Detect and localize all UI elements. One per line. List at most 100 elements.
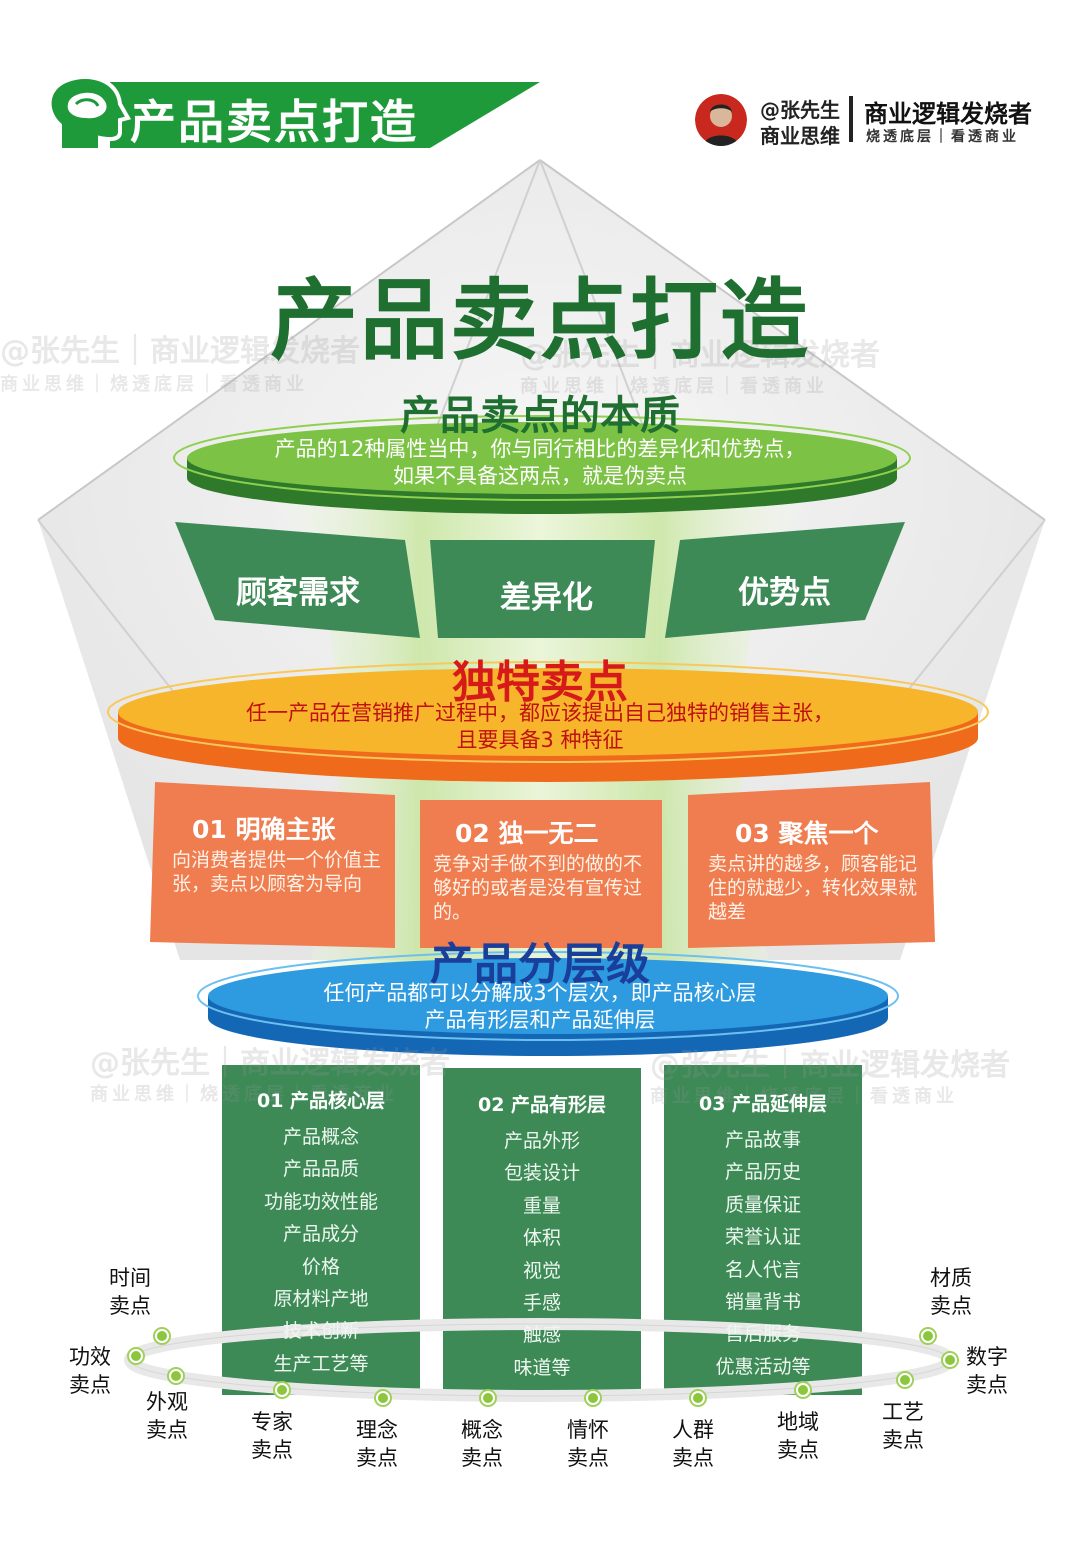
watermark-3: @张先生｜商业逻辑发烧者 (90, 1046, 450, 1081)
selling-point-material: 材质卖点 (930, 1266, 972, 1318)
green-dot-core (171, 1371, 181, 1381)
card-bg-1 (150, 782, 395, 948)
green-dot-core (693, 1393, 703, 1403)
watermark-1b: 商业思维｜烧透底层｜看透商业 (0, 374, 308, 395)
column-extended: 03 产品延伸层 产品故事 产品历史 质量保证 荣誉认证 名人代言 销量背书 售… (663, 1089, 863, 1383)
selling-point-numbers: 数字卖点 (966, 1345, 1008, 1397)
card-body-2: 竞争对手做不到的做的不够好的或者是没有宣传过的。 (433, 853, 643, 923)
layers-description: 任何产品都可以分解成3个层次，即产品核心层 产品有形层和产品延伸层 (0, 980, 1080, 1034)
selling-point-region: 地域卖点 (777, 1410, 819, 1462)
list-item: 原材料产地 (273, 1288, 369, 1311)
header-divider (849, 96, 853, 142)
green-dot-core (923, 1331, 933, 1341)
list-item: 包装设计 (503, 1162, 580, 1185)
column-title: 01 产品核心层 (256, 1090, 386, 1112)
essence-line-1: 产品的12种属性当中，你与同行相比的差异化和优势点， (274, 437, 806, 461)
banner-title: 产品卖点打造 (130, 95, 418, 149)
unique-line-1: 任一产品在营销推广过程中，都应该提出自己独特的销售主张， (246, 701, 834, 725)
card-title-3: 03 聚焦一个 (735, 819, 879, 848)
list-item: 价格 (301, 1255, 340, 1278)
list-item: 味道等 (513, 1356, 571, 1379)
unique-description: 任一产品在营销推广过程中，都应该提出自己独特的销售主张， 且要具备3 种特征 (0, 700, 1080, 754)
label-advantage: 优势点 (738, 575, 831, 611)
card-bg-2 (420, 800, 662, 948)
unique-title: 独特卖点 (452, 657, 628, 708)
panel-advantage (665, 522, 905, 638)
green-dot-core (588, 1393, 598, 1403)
list-item: 视觉 (522, 1259, 561, 1282)
green-dot-core (277, 1385, 287, 1395)
main-title: 产品卖点打造 (269, 269, 810, 372)
unique-line-2: 且要具备3 种特征 (456, 728, 624, 752)
label-difference: 差异化 (500, 580, 593, 616)
selling-point-concept: 概念卖点 (461, 1418, 503, 1470)
green-dot-core (131, 1351, 141, 1361)
avatar (695, 94, 747, 146)
green-dot-core (945, 1355, 955, 1365)
list-item: 功能功效性能 (263, 1190, 378, 1213)
list-item: 质量保证 (724, 1193, 801, 1216)
list-item: 触感 (522, 1324, 561, 1347)
selling-point-audience: 人群卖点 (672, 1418, 714, 1470)
watermark-4b: 商业思维｜烧透底层｜看透商业 (650, 1086, 958, 1107)
green-dot-core (483, 1393, 493, 1403)
author-subtitle: 商业思维 (760, 124, 840, 148)
card-title-2: 02 独一无二 (455, 819, 599, 848)
green-dot-core (378, 1393, 388, 1403)
unique-disc (107, 661, 989, 782)
column-title: 02 产品有形层 (477, 1094, 607, 1116)
brand-subtitle: 烧透底层｜看透商业 (866, 129, 1019, 145)
list-item: 产品概念 (282, 1126, 359, 1148)
list-item: 产品故事 (724, 1129, 801, 1151)
list-item: 重量 (522, 1194, 561, 1217)
selling-point-sentiment: 情怀卖点 (567, 1418, 609, 1470)
panel-difference (430, 540, 655, 638)
card-title-1: 01 明确主张 (192, 815, 336, 844)
list-item: 产品品质 (282, 1158, 359, 1181)
card-body-3: 卖点讲的越多，顾客能记住的就越少，转化效果就越差 (708, 853, 918, 923)
list-item: 产品外形 (503, 1130, 580, 1152)
green-dot-core (798, 1385, 808, 1395)
list-item: 体积 (522, 1227, 561, 1250)
green-dot-core (157, 1331, 167, 1341)
essence-line-2: 如果不具备这两点，就是伪卖点 (393, 464, 687, 488)
list-item: 售后服务 (724, 1323, 801, 1346)
column-core: 01 产品核心层 产品概念 产品品质 功能功效性能 产品成分 价格 原材料产地 … (221, 1086, 421, 1380)
banner-shape (110, 82, 540, 148)
list-item: 技术创新 (282, 1320, 359, 1343)
essence-description: 产品的12种属性当中，你与同行相比的差异化和优势点， 如果不具备这两点，就是伪卖… (0, 436, 1080, 490)
list-item: 优惠活动等 (715, 1355, 811, 1378)
list-item: 手感 (522, 1292, 561, 1315)
watermark-2: @张先生｜商业逻辑发烧者 (520, 338, 880, 373)
selling-point-craft: 工艺卖点 (882, 1400, 924, 1452)
list-item: 产品成分 (282, 1223, 359, 1246)
selling-point-philosophy: 理念卖点 (356, 1418, 398, 1470)
column-title: 03 产品延伸层 (698, 1093, 828, 1115)
panel-customer-needs (175, 522, 420, 638)
selling-point-time: 时间卖点 (109, 1266, 151, 1318)
author-handle: @张先生 (760, 98, 840, 122)
selling-point-appearance: 外观卖点 (146, 1390, 188, 1442)
layers-line-1: 任何产品都可以分解成3个层次，即产品核心层 (323, 981, 757, 1005)
layers-line-2: 产品有形层和产品延伸层 (424, 1008, 656, 1032)
card-body-1: 向消费者提供一个价值主张，卖点以顾客为导向 (172, 849, 382, 895)
watermark-3b: 商业思维｜烧透底层｜看透商业 (90, 1084, 398, 1105)
list-item: 销量背书 (724, 1291, 801, 1314)
selling-point-expert: 专家卖点 (251, 1410, 293, 1462)
list-item: 产品历史 (724, 1161, 801, 1184)
essence-disc (173, 415, 911, 514)
list-item: 名人代言 (724, 1258, 801, 1281)
selling-point-efficacy: 功效卖点 (69, 1345, 111, 1397)
layers-title: 产品分层级 (430, 939, 650, 990)
list-item: 生产工艺等 (273, 1352, 369, 1375)
essence-title: 产品卖点的本质 (400, 393, 680, 439)
label-customer-needs: 顾客需求 (236, 575, 360, 611)
head-brain-icon (47, 75, 132, 152)
watermark-1: @张先生｜商业逻辑发烧者 (0, 334, 360, 369)
watermark-2b: 商业思维｜烧透底层｜看透商业 (520, 376, 828, 397)
card-bg-3 (688, 782, 935, 948)
column-bg-2 (443, 1068, 641, 1395)
green-dot-core (900, 1375, 910, 1385)
brand-title: 商业逻辑发烧者 (864, 100, 1032, 128)
column-tangible: 02 产品有形层 产品外形 包装设计 重量 体积 视觉 手感 触感 味道等 (442, 1090, 642, 1384)
